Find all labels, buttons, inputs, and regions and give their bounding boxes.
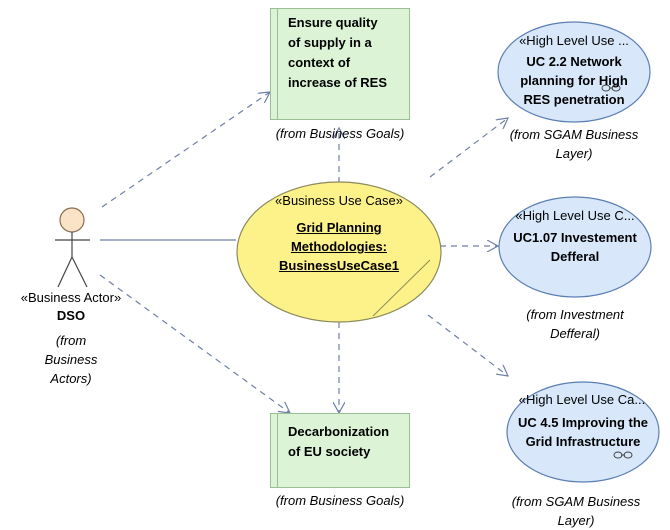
goal-2-origin: (from Business Goals) [275,493,405,508]
hl-use-case-1-origin: (from SGAM Business Layer) [509,127,639,161]
actor-origin: (from Business Actors) [44,333,98,386]
business-goal-2[interactable]: Decarbonization of EU society [270,413,410,488]
hl-use-case-1-stereotype: «High Level Use ... [519,33,629,48]
high-level-use-case-2[interactable] [498,196,652,298]
goal-2-title: Decarbonization of EU society [288,424,390,459]
dependency-actor-goal1[interactable] [101,92,270,208]
hl-use-case-3-origin: (from SGAM Business Layer) [511,494,641,528]
dependency-uc-hl1[interactable] [429,118,508,178]
business-use-case-stereotype: «Business Use Case» [275,193,403,208]
dependency-uc-hl3[interactable] [427,314,508,376]
high-level-use-case-1[interactable] [497,21,651,123]
hl-use-case-3-stereotype: «High Level Use Ca... [518,392,646,407]
actor-figure[interactable] [55,207,90,288]
hl-use-case-3-name: UC 4.5 Improving the Grid Infrastructure [517,415,649,449]
business-goal-1[interactable]: Ensure quality of supply in a context of… [270,8,410,120]
hl-use-case-2-stereotype: «High Level Use C... [515,208,635,223]
hl-use-case-2-origin: (from Investment Defferal) [526,307,624,341]
actor-head [59,207,85,233]
hl-use-case-1-name: UC 2.2 Network planning for High RES pen… [520,54,628,107]
business-use-case[interactable] [236,181,442,323]
high-level-use-case-3[interactable] [506,381,660,483]
link-icon [613,451,633,459]
link-icon [601,84,621,92]
business-use-case-name: Grid Planning Methodologies: BusinessUse… [279,220,399,273]
actor-name: DSO [56,308,86,323]
hl-use-case-2-name: UC1.07 Investement Defferal [513,230,637,264]
goal-1-origin: (from Business Goals) [275,126,405,141]
actor-stereotype: «Business Actor» [20,290,122,305]
goal-1-title: Ensure quality of supply in a context of… [288,15,387,90]
